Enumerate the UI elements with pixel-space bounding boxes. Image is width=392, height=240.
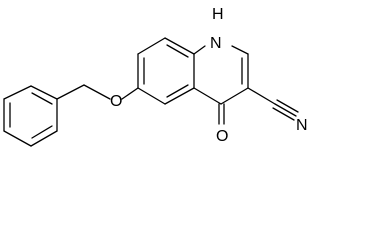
ring-nitrogen-label: N [210,35,222,52]
carbonyl-group [218,103,225,125]
quinolone-benzo-ring [137,37,195,105]
carbonyl-oxygen-label: O [216,128,228,145]
nitrile-nitrogen-label: N [296,117,308,134]
molecule-structure: H N O O N [3,6,308,147]
quinolone-pyridone-ring [193,45,249,105]
ether-oxygen-label: O [110,93,122,110]
nh-hydrogen-label: H [212,6,224,23]
phenyl-ring [3,85,58,147]
benzyl-ether-linker [56,84,139,100]
nitrile-group [247,87,299,121]
